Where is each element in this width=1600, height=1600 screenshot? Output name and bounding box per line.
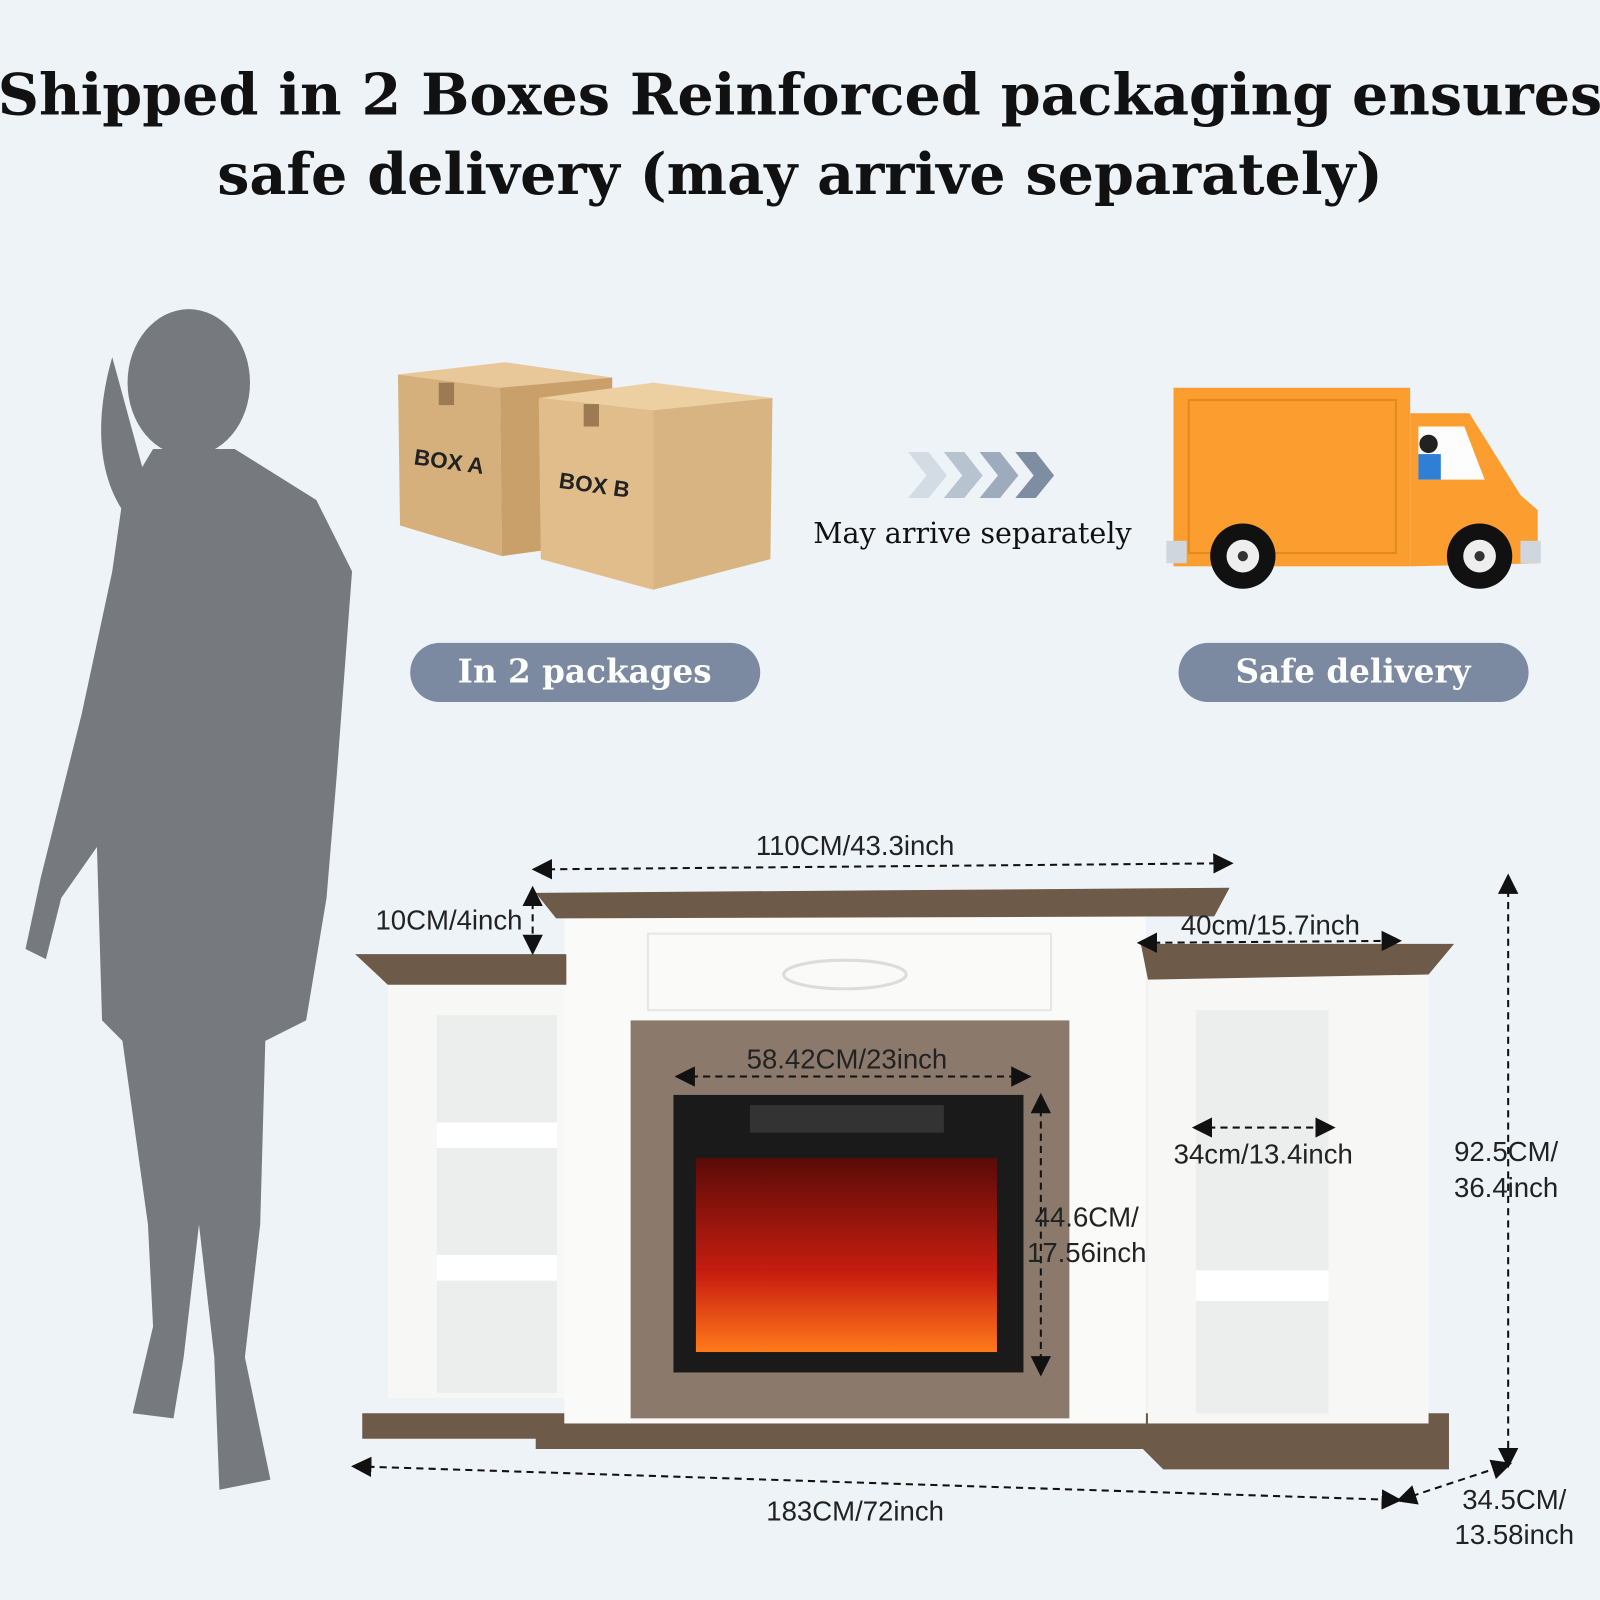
packages-pill-label: In 2 packages: [458, 652, 712, 691]
chevrons-right-icon: [908, 452, 1055, 498]
delivery-truck-icon: [1166, 387, 1541, 589]
title-line-1: Shipped in 2 Boxes Reinforced packaging …: [0, 61, 1600, 128]
dim-top-width: 110CM/43.3inch: [756, 830, 955, 861]
dim-insert-height-1: 44.6CM/: [1035, 1202, 1139, 1233]
arrow-caption: May arrive separately: [813, 516, 1132, 550]
dim-total-height-1: 92.5CM/: [1454, 1136, 1558, 1167]
dim-total-width: 183CM/72inch: [766, 1495, 944, 1526]
dim-side-shelf-width: 40cm/15.7inch: [1181, 910, 1360, 941]
box-b: BOX B: [538, 382, 773, 590]
dim-shelf-inner-width: 34cm/13.4inch: [1174, 1138, 1353, 1169]
dim-total-height-2: 36.4inch: [1454, 1172, 1558, 1203]
title-line-2: safe delivery (may arrive separately): [217, 141, 1383, 208]
dim-crown-height: 10CM/4inch: [375, 905, 522, 936]
dimension-lines: [351, 853, 1519, 1510]
fireplace-tv-stand: [355, 887, 1455, 1470]
dim-insert-height-2: 17.56inch: [1027, 1237, 1146, 1268]
delivery-pill-label: Safe delivery: [1235, 652, 1471, 691]
dim-depth-1: 34.5CM/: [1462, 1484, 1566, 1515]
dim-depth-2: 13.58inch: [1455, 1519, 1574, 1550]
packages-pill: In 2 packages: [410, 642, 761, 703]
delivery-pill: Safe delivery: [1178, 642, 1529, 703]
woman-silhouette: [25, 309, 353, 1490]
dim-insert-width: 58.42CM/23inch: [747, 1043, 948, 1074]
